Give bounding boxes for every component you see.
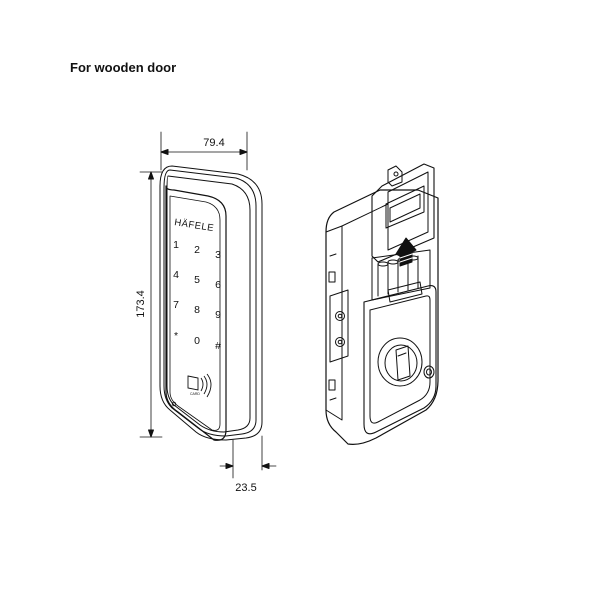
key-8: 8 xyxy=(194,304,200,316)
status-led-icon xyxy=(171,401,177,407)
front-view-lock xyxy=(159,165,263,441)
key-9: 9 xyxy=(215,309,221,321)
key-star: * xyxy=(174,330,178,342)
key-4: 4 xyxy=(173,269,179,281)
depth-label: 23.5 xyxy=(235,482,256,494)
key-hash: # xyxy=(215,340,221,352)
width-label: 79.4 xyxy=(203,137,224,149)
key-6: 6 xyxy=(215,279,221,291)
key-2: 2 xyxy=(194,244,200,256)
card-reader-icon xyxy=(187,373,212,398)
key-7: 7 xyxy=(173,299,179,311)
brand-logo-text: HÄFELE xyxy=(174,217,215,234)
width-dimension xyxy=(160,131,248,171)
key-1: 1 xyxy=(173,239,179,251)
page-title: For wooden door xyxy=(70,60,177,75)
height-label: 173.4 xyxy=(135,290,147,318)
depth-dimension xyxy=(219,435,277,479)
key-0: 0 xyxy=(194,335,200,347)
height-dimension xyxy=(139,171,163,438)
keypad: 1 2 3 4 5 6 7 8 9 * 0 # xyxy=(173,239,221,352)
card-label: CARD xyxy=(190,392,200,396)
open-lock-body xyxy=(325,163,439,445)
key-5: 5 xyxy=(194,274,200,286)
key-3: 3 xyxy=(215,249,221,261)
